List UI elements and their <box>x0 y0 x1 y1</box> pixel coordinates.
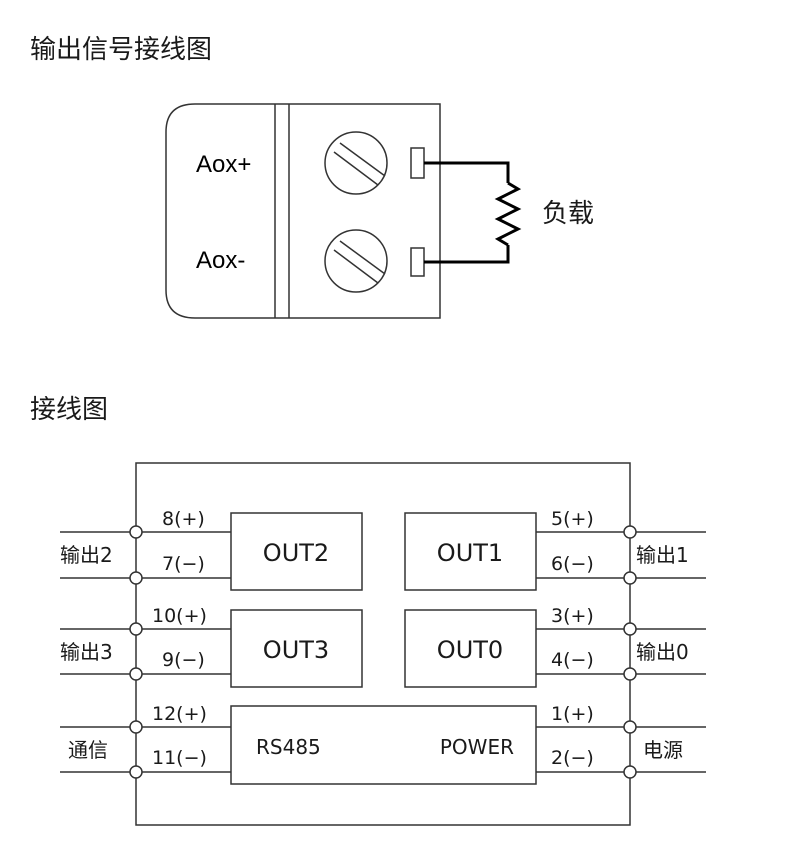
out3-name: OUT3 <box>263 636 329 664</box>
terminal-12-icon <box>129 720 143 734</box>
out0-box: OUT0 <box>404 609 537 688</box>
aox-neg-label: Aox- <box>196 247 245 274</box>
screw-bottom-icon <box>324 229 388 293</box>
terminal-block: Aox+ Aox- <box>165 103 441 319</box>
load-resistor-icon <box>424 161 522 264</box>
terminal-5-icon <box>623 525 637 539</box>
terminal-7-icon <box>129 571 143 585</box>
terminal-6-icon <box>623 571 637 585</box>
terminal-10-icon <box>129 622 143 636</box>
terminal-4-icon <box>623 667 637 681</box>
load-label: 负载 <box>542 199 594 229</box>
side-comm-label: 通信 <box>68 738 108 762</box>
left-terminals: 8(+) 7(−) 输出2 10(+) 9(−) 输出3 12(+) 11(−)… <box>60 508 231 779</box>
pin-9-label: 9(−) <box>162 649 205 671</box>
bus-box: RS485 POWER <box>230 705 537 785</box>
pin-2-label: 2(−) <box>551 747 594 769</box>
side-out2-label: 输出2 <box>60 543 113 567</box>
terminal-1-icon <box>623 720 637 734</box>
pin-7-label: 7(−) <box>162 553 205 575</box>
module-outline <box>135 462 631 826</box>
terminal-8-icon <box>129 525 143 539</box>
terminal-11-icon <box>129 765 143 779</box>
out3-box: OUT3 <box>230 609 363 688</box>
out1-name: OUT1 <box>437 539 503 567</box>
side-out3-label: 输出3 <box>60 640 113 664</box>
right-terminals: 5(+) 6(−) 输出1 3(+) 4(−) 输出0 1(+) 2(−) 电源 <box>536 508 706 779</box>
side-out1-label: 输出1 <box>636 543 689 567</box>
side-power-label: 电源 <box>643 738 683 762</box>
pin-1-label: 1(+) <box>551 703 594 725</box>
pin-4-label: 4(−) <box>551 649 594 671</box>
pin-5-label: 5(+) <box>551 508 594 530</box>
power-label: POWER <box>440 735 514 759</box>
out1-box: OUT1 <box>404 512 537 591</box>
pin-3-label: 3(+) <box>551 605 594 627</box>
pin-6-label: 6(−) <box>551 553 594 575</box>
out0-name: OUT0 <box>437 636 503 664</box>
pin-11-label: 11(−) <box>152 747 207 769</box>
side-out0-label: 输出0 <box>636 640 689 664</box>
screw-top-icon <box>324 131 388 195</box>
out2-name: OUT2 <box>263 539 329 567</box>
terminal-tab-top <box>410 147 425 179</box>
rs485-label: RS485 <box>256 735 321 759</box>
out2-box: OUT2 <box>230 512 363 591</box>
pin-8-label: 8(+) <box>162 508 205 530</box>
pin-12-label: 12(+) <box>152 703 207 725</box>
terminal-tab-bottom <box>410 247 425 277</box>
terminal-3-icon <box>623 622 637 636</box>
terminal-9-icon <box>129 667 143 681</box>
output-wiring-title: 输出信号接线图 <box>30 35 212 65</box>
pin-10-label: 10(+) <box>152 605 207 627</box>
terminal-2-icon <box>623 765 637 779</box>
wiring-title: 接线图 <box>30 395 108 425</box>
aox-pos-label: Aox+ <box>196 151 251 178</box>
